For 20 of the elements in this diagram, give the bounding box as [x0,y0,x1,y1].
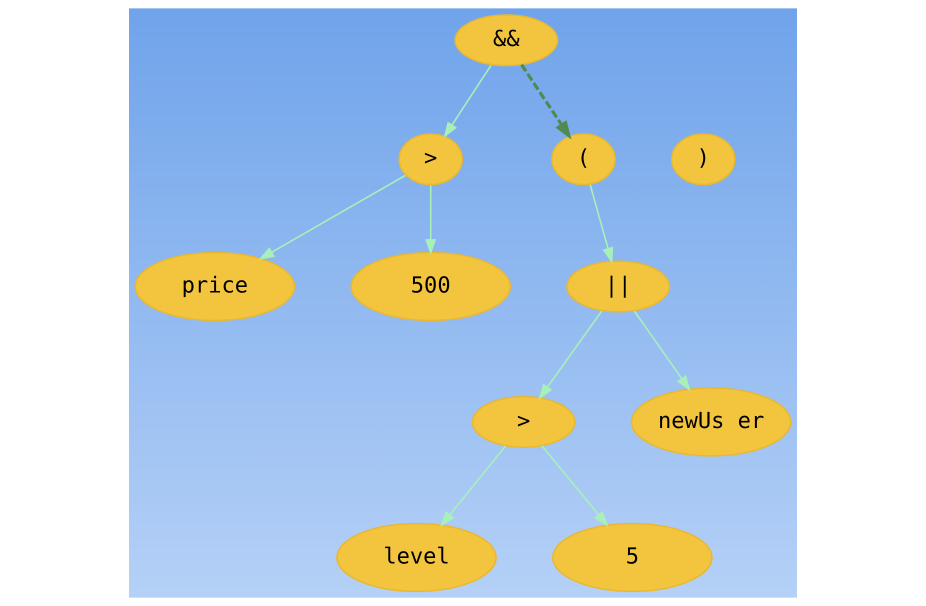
arrow [589,184,614,264]
node-ellipse: ( [551,133,616,186]
node-ellipse: level [336,522,497,592]
arrow [258,174,406,260]
node-ellipse: price [134,252,296,322]
arrow [538,310,602,400]
node-ellipse: ) [670,133,736,186]
arrow [520,64,572,140]
node-ellipse: || [566,260,670,313]
node-ellipse: > [472,396,576,448]
arrow [440,446,506,527]
arrow [444,64,492,138]
arrow [425,185,436,255]
node-ellipse: 5 [552,522,713,592]
node-ellipse: newUs er [630,387,792,457]
node-ellipse: && [454,14,558,66]
node-ellipse: > [398,133,463,186]
arrow [541,446,608,527]
node-ellipse: 500 [350,252,512,322]
arrow [634,310,691,392]
